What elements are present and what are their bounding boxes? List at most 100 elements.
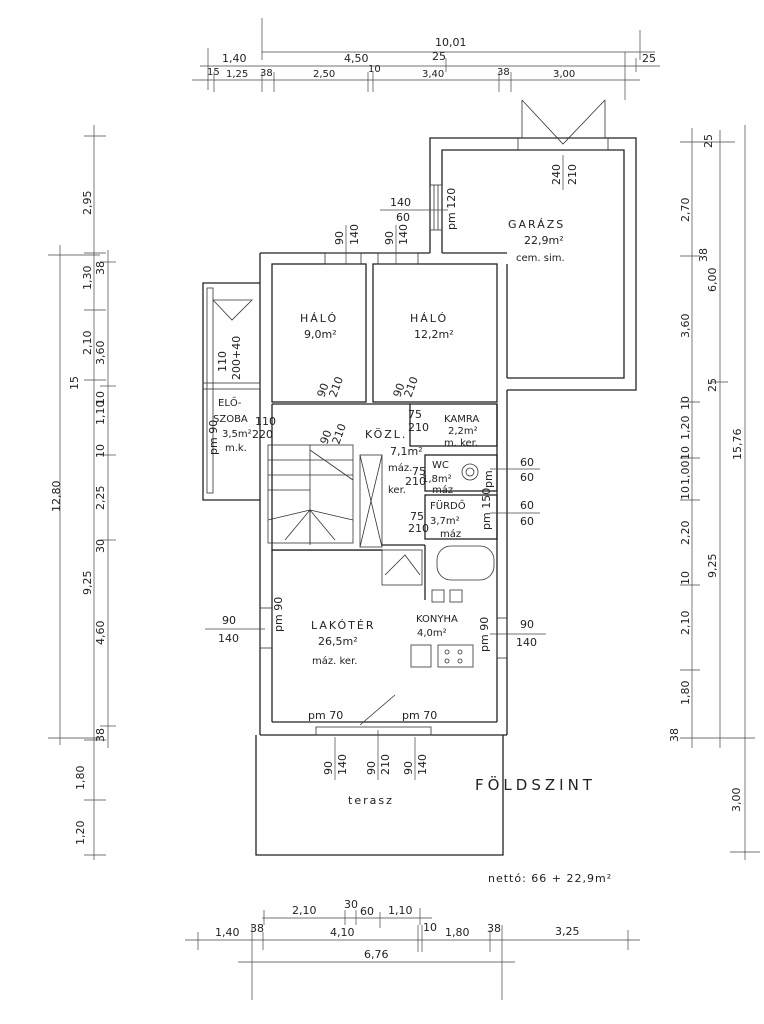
opening-label: 90	[318, 428, 335, 446]
room-garazs-area: 22,9m²	[524, 234, 564, 247]
room-wc-name: WC	[432, 460, 449, 471]
opening-label: 140	[218, 632, 239, 645]
dim-label: 2,10	[679, 611, 692, 636]
net-area: nettó: 66 + 22,9m²	[488, 872, 612, 885]
dim-label: 4,60	[94, 621, 107, 646]
dim-label: 1,00	[679, 461, 692, 486]
opening-label: 210	[405, 475, 426, 488]
room-lakoter-floor: máz. ker.	[312, 655, 357, 667]
opening-label: 140	[516, 636, 537, 649]
opening-label: 60	[520, 471, 534, 484]
dim-label: 2,20	[679, 521, 692, 546]
dim-label: 3,25	[555, 925, 580, 938]
room-kamra-area: 2,2m²	[448, 426, 478, 437]
room-halo1-area: 9,0m²	[304, 328, 337, 341]
dim-label: 38	[250, 922, 264, 935]
dim-label: 9,25	[81, 571, 94, 596]
opening-label: pm 70	[308, 709, 343, 722]
opening-label: 140	[416, 754, 429, 775]
room-furdo-area: 3,7m²	[430, 516, 460, 527]
opening-label: 60	[520, 499, 534, 512]
opening-label: 240	[550, 164, 563, 185]
dim-label: 10	[94, 444, 107, 458]
dim-label: 30	[344, 898, 358, 911]
opening-label: 60	[396, 211, 410, 224]
dim-total-width: 10,01	[435, 36, 467, 49]
dim-label: 1,30	[81, 266, 94, 291]
opening-label: pm 90	[207, 420, 220, 455]
dim-label: 2,25	[94, 486, 107, 511]
dim-label: 25	[706, 378, 719, 392]
dim-label: 2,70	[679, 198, 692, 223]
top-dimensions: 10,01 1,40 4,50 25 25 15 1,25 38 2,50 10…	[192, 18, 660, 100]
opening-label: 90	[315, 381, 332, 399]
dim-label: 60	[360, 905, 374, 918]
opening-label: 90	[222, 614, 236, 627]
dim-label: 38	[697, 248, 710, 262]
room-terasz-name: terasz	[348, 794, 394, 807]
dim-label: 38	[94, 261, 107, 275]
room-halo2-name: HÁLÓ	[410, 312, 448, 325]
room-wc-floor: máz	[432, 484, 453, 496]
opening-label: 210	[330, 422, 349, 446]
opening-label: 200+40	[230, 336, 243, 380]
opening-label: 90	[365, 761, 378, 775]
room-furdo-floor: máz	[440, 528, 461, 540]
dim-label: 2,95	[81, 191, 94, 216]
dim-label: 3,00	[730, 788, 743, 813]
opening-label: 110	[216, 351, 229, 372]
dim-label: 1,20	[74, 821, 87, 846]
dim-label: 2,10	[292, 904, 317, 917]
floor-title: FÖLDSZINT	[475, 775, 596, 794]
opening-label: 60	[520, 515, 534, 528]
opening-label: 210	[327, 375, 346, 399]
opening-label: 140	[348, 224, 361, 245]
dim-total-depth: 15,76	[731, 429, 744, 461]
dim-label: 25	[702, 134, 715, 148]
opening-label: 210	[402, 375, 421, 399]
opening-label: 140	[397, 224, 410, 245]
opening-label: 90	[383, 231, 396, 245]
opening-label: 210	[566, 164, 579, 185]
opening-label: 75	[410, 510, 424, 523]
opening-label: 90	[520, 618, 534, 631]
dim-label: 10	[94, 391, 107, 405]
opening-label: 110	[255, 415, 276, 428]
dim-label: 38	[94, 728, 107, 742]
room-kamra-name: KAMRA	[444, 414, 479, 425]
dim-label: 1,80	[679, 681, 692, 706]
opening-label: pm 90	[478, 617, 491, 652]
dim-label: 38	[260, 68, 273, 79]
opening-label: pm 120	[445, 188, 458, 230]
dim-label: 2,50	[313, 69, 335, 80]
dim-label: 1,20	[679, 416, 692, 441]
room-konyha-area: 4,0m²	[417, 628, 447, 639]
opening-label: 90	[322, 761, 335, 775]
dim-label: 4,50	[344, 52, 369, 65]
dim-label: 2,10	[81, 331, 94, 356]
left-dimensions: 2,95 1,30 2,10 15 9,25 1,80 1,20 12,80 3…	[48, 125, 116, 860]
dim-label: 3,00	[553, 69, 575, 80]
dim-label: 38	[487, 922, 501, 935]
room-labels: HÁLÓ 9,0m² HÁLÓ 12,2m² GARÁZS 22,9m² cem…	[213, 218, 565, 807]
opening-label: 90	[333, 231, 346, 245]
room-eloszoba-name1: ELŐ-	[218, 395, 242, 409]
room-halo2-area: 12,2m²	[414, 328, 454, 341]
right-dimensions: 25 2,70 38 3,60 10 1,20 10 1,00 10 2,20 …	[668, 125, 760, 860]
dim-label: 10	[368, 64, 381, 75]
room-konyha-name: KONYHA	[416, 614, 458, 625]
opening-label: pm 70	[402, 709, 437, 722]
bottom-dimensions: 2,10 30 60 1,10 1,40 38 4,10 10 1,80 38 …	[185, 898, 640, 1000]
opening-label: pm 90	[272, 597, 285, 632]
room-halo1-name: HÁLÓ	[300, 312, 338, 325]
dim-label: 10	[679, 486, 692, 500]
dim-total-bottom: 6,76	[364, 948, 389, 961]
dim-label: 3,60	[94, 341, 107, 366]
room-kozl-floor1: máz.	[388, 462, 412, 474]
opening-label: pm 150	[480, 488, 493, 530]
dim-label: 1,25	[226, 69, 248, 80]
opening-labels: 140 60 pm 120 240 210 90 140 90 140 110 …	[205, 155, 579, 780]
dim-label: 3,60	[679, 314, 692, 339]
room-eloszoba-floor: m.k.	[225, 443, 247, 454]
